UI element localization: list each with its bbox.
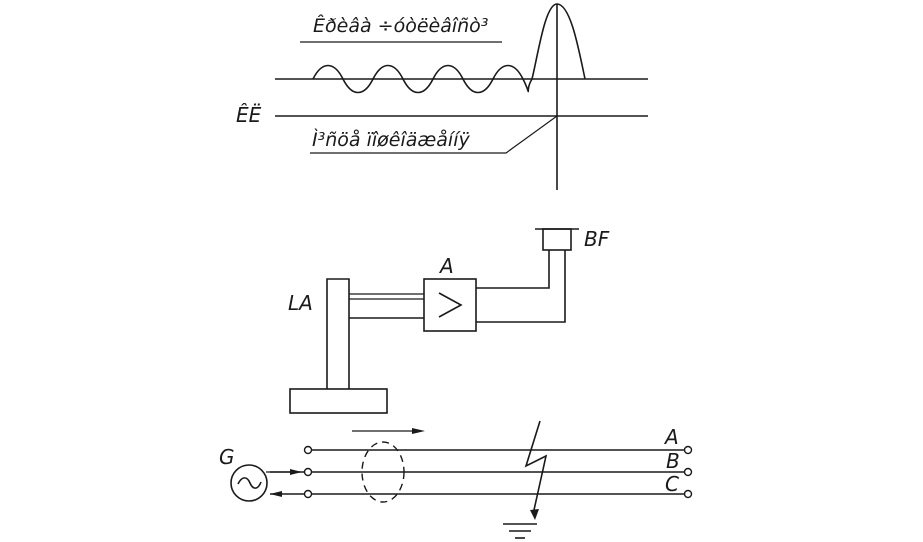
middle-panel: LA A BF [288,227,610,414]
antenna-label: LA [288,291,313,315]
antenna-mast [326,278,350,389]
amplifier-label: A [438,254,454,278]
output-wire-upper [476,250,550,289]
sensitivity-curve [312,3,586,94]
antenna-base [289,388,388,414]
bottom-panel: G A B C [219,420,693,539]
fault-arrowhead [530,509,539,520]
phase-a-right-terminal [683,445,693,455]
phase-c-label: C [665,472,679,496]
damage-leader-line [310,115,558,154]
damage-location-caption: Ì³ñöå ïîøêîäæåííÿ [312,128,470,151]
phase-b-right-terminal [683,467,693,477]
phase-b-label: B [666,449,680,473]
fault-lightning-symbol [524,420,548,511]
generator-return-arrowhead [270,491,282,497]
generator-circle [230,464,268,502]
top-panel: Êðèâà ÷óòëèâîñò³ ÊË Ì³ñöå ïîøêîäæåííÿ [236,3,648,190]
amplifier-box [423,278,477,332]
sensitivity-curve-caption: Êðèâà ÷óòëèâîñò³ [313,14,488,37]
phase-a-left-terminal [303,445,313,455]
cable-line-label: ÊË [236,103,262,127]
current-direction-arrowhead [412,428,425,434]
generator-out-arrowhead [290,469,302,475]
ac-wave-icon [237,477,262,489]
phase-b-left-terminal [303,467,313,477]
amplifier-symbol [438,292,463,318]
generator-label: G [219,445,235,469]
indicator-body [542,228,572,251]
indicator-label: BF [584,227,610,251]
phase-c-left-terminal [303,489,313,499]
current-clamp [361,441,405,503]
output-wire-lower [476,250,566,323]
phase-a-label: A [663,425,679,449]
phase-c-right-terminal [683,489,693,499]
